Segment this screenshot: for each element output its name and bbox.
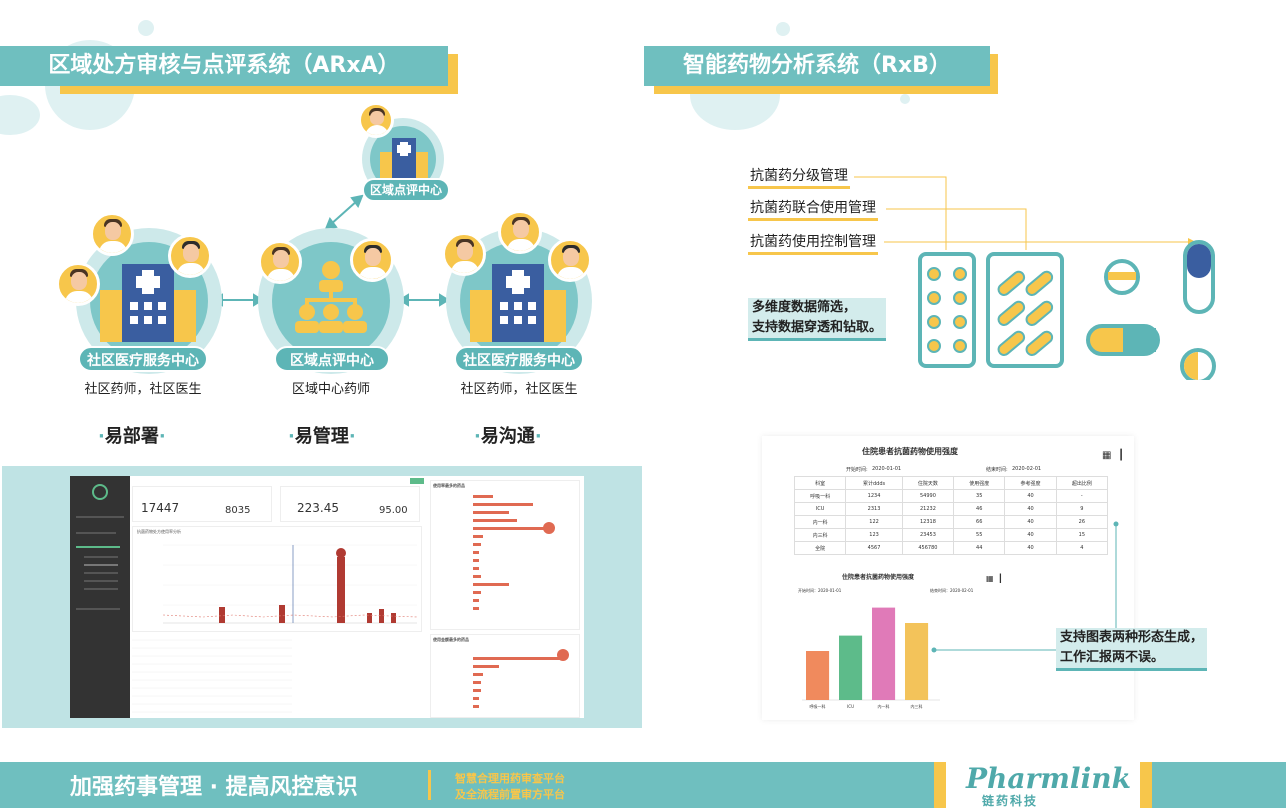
chart-title: 住院患者抗菌药物使用强度 [842, 574, 915, 581]
footer-divider [428, 770, 431, 800]
doctor-avatar [168, 234, 212, 278]
doctor-avatar [56, 262, 100, 306]
x-tick-label: 内一科 [878, 703, 890, 709]
doctor-avatar [498, 210, 542, 254]
footer-sub-1: 智慧合理用药审查平台 [455, 772, 565, 785]
hospital-icon [380, 138, 428, 178]
decor-bubble [776, 22, 790, 36]
x-tick-label: 呼吸一科 [810, 703, 826, 709]
doctor-avatar [358, 102, 394, 138]
feature-connectors [854, 176, 1216, 380]
hospital-icon [100, 264, 196, 342]
trend-chart-panel: 抗菌药物处方使用率分析 [132, 526, 422, 632]
report-title: 住院患者抗菌药物使用强度 [862, 447, 958, 456]
data-table [132, 634, 422, 718]
chart-table-view-icon[interactable]: ▦ [986, 574, 994, 583]
doctor-avatar [258, 240, 302, 284]
right-title: 智能药物分析系统（RxB） [644, 46, 990, 86]
left-title: 区域处方审核与点评系统（ARxA） [0, 46, 448, 86]
doctor-avatar [442, 232, 486, 276]
logo-wordmark: Pharmlink [966, 762, 1131, 795]
chart-start: 开始时间：2020-01-01 [798, 588, 842, 593]
top-drugs-panel: 使用率最多的药品 [430, 480, 580, 630]
chart-bar-view-icon[interactable]: ┃ [998, 574, 1003, 583]
table-view-icon[interactable]: ▦ [1102, 450, 1112, 461]
decor-bubble [138, 20, 154, 36]
callout-multidimensional: 多维度数据筛选，支持数据穿透和钻取。 [748, 298, 887, 341]
stat-card: 223.45 95.00 [280, 486, 420, 522]
table-header-row: 科室 累计ddds 住院天数 使用强度 参考强度 超出比例 [793, 476, 1109, 490]
top-cost-panel: 使用金额最多的药品 [430, 634, 580, 718]
decor-bubble [900, 94, 910, 104]
chart-view-icon[interactable]: ┃ [1118, 450, 1125, 461]
callout-chart-forms: 支持图表两种形态生成，工作汇报两不误。 [1056, 628, 1208, 671]
logo-chinese: 链药科技 [982, 794, 1039, 808]
dashboard-screenshot: 17447 8035 223.45 95.00 抗菌药物处方使用率分析 [70, 476, 584, 718]
stat-card: 17447 8035 [132, 486, 272, 522]
doctor-avatar [90, 212, 134, 256]
footer-slogan: 加强药事管理 · 提高风控意识 [70, 775, 358, 800]
hospital-icon [470, 264, 566, 342]
dashboard-sidebar [70, 476, 130, 718]
doctor-avatar [350, 238, 394, 282]
search-button[interactable] [410, 478, 424, 484]
user-icon [92, 484, 108, 500]
footer-accent-right [1140, 762, 1152, 808]
feature-combination: 抗菌药联合使用管理 [748, 198, 878, 221]
doctor-avatar [548, 238, 592, 282]
footer-sub-2: 及全流程前置审方平台 [455, 788, 565, 801]
org-tree-icon [295, 261, 367, 333]
slogan-communicate: ·易沟通· [474, 426, 542, 447]
top-node-label: 区域点评中心 [362, 178, 450, 202]
x-tick-label: 内三科 [911, 703, 923, 709]
report-end-value: 2020-02-01 [1012, 466, 1042, 472]
feature-grading: 抗菌药分级管理 [748, 166, 850, 189]
report-end-label: 结束时间: [986, 467, 1008, 473]
community-center-label-2: 社区医疗服务中心 [454, 346, 584, 372]
slogan-deploy: ·易部署· [98, 426, 166, 447]
feature-control: 抗菌药使用控制管理 [748, 232, 878, 255]
review-center-sub: 区域中心药师 [291, 382, 370, 397]
x-tick-label: ICU [847, 704, 854, 709]
bar-1 [839, 635, 863, 700]
footer-accent-left [934, 762, 946, 808]
bar-3 [905, 623, 929, 700]
report-start-label: 开始时间: [846, 467, 868, 473]
report-start-value: 2020-01-01 [872, 466, 902, 472]
review-center-label: 区域点评中心 [274, 346, 390, 372]
usage-intensity-bar-chart: 呼吸一科 ICU 内一科 内三科 [802, 607, 940, 709]
community-center-label-1: 社区医疗服务中心 [78, 346, 208, 372]
bar-0 [806, 651, 830, 700]
slogan-manage: ·易管理· [288, 426, 356, 447]
brand-logo: Pharmlink 链药科技 [946, 762, 1140, 808]
community-center-sub-2: 社区药师，社区医生 [460, 382, 578, 397]
bar-2 [872, 607, 896, 700]
community-center-sub-1: 社区药师，社区医生 [84, 382, 202, 397]
chart-end: 结束时间：2020-02-01 [930, 588, 974, 593]
